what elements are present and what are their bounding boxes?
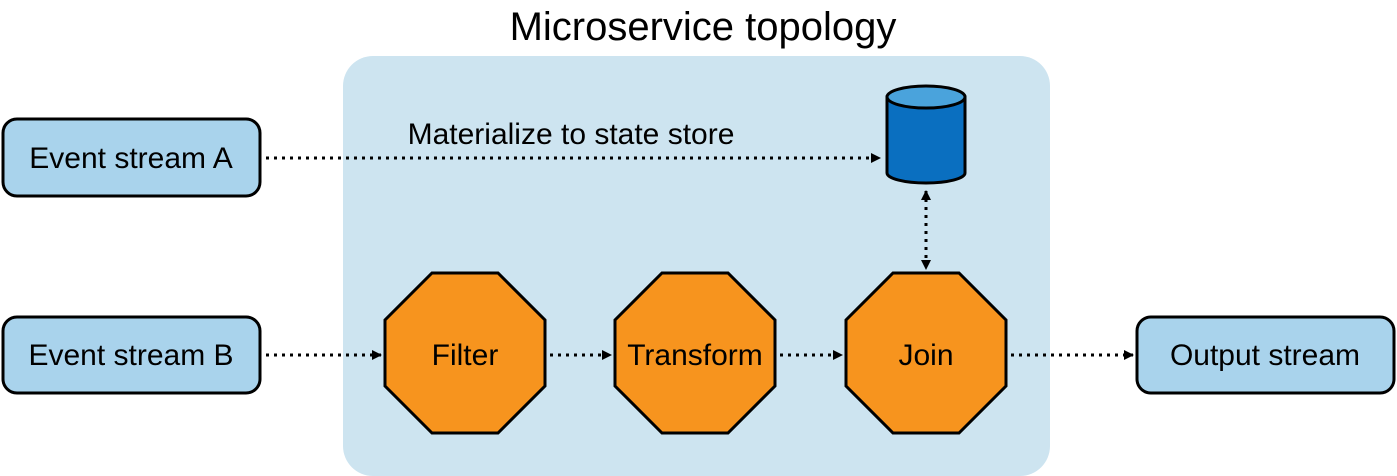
event-stream-a-node: Event stream A [1, 117, 262, 198]
filter-processor: Filter [383, 271, 547, 435]
join-label: Join [898, 339, 953, 372]
join-processor: Join [844, 271, 1008, 435]
event-stream-b-node: Event stream B [1, 315, 262, 395]
transform-processor: Transform [613, 271, 777, 435]
output-stream-label: Output stream [1170, 339, 1360, 372]
materialize-edge-label: Materialize to state store [408, 118, 735, 151]
transform-label: Transform [627, 339, 763, 372]
output-stream-node: Output stream [1135, 315, 1396, 395]
filter-label: Filter [432, 339, 499, 372]
page-title: Microservice topology [510, 5, 897, 49]
event-stream-b-label: Event stream B [28, 339, 233, 372]
event-stream-a-label: Event stream A [29, 142, 232, 175]
state-store-database-icon [885, 84, 967, 185]
